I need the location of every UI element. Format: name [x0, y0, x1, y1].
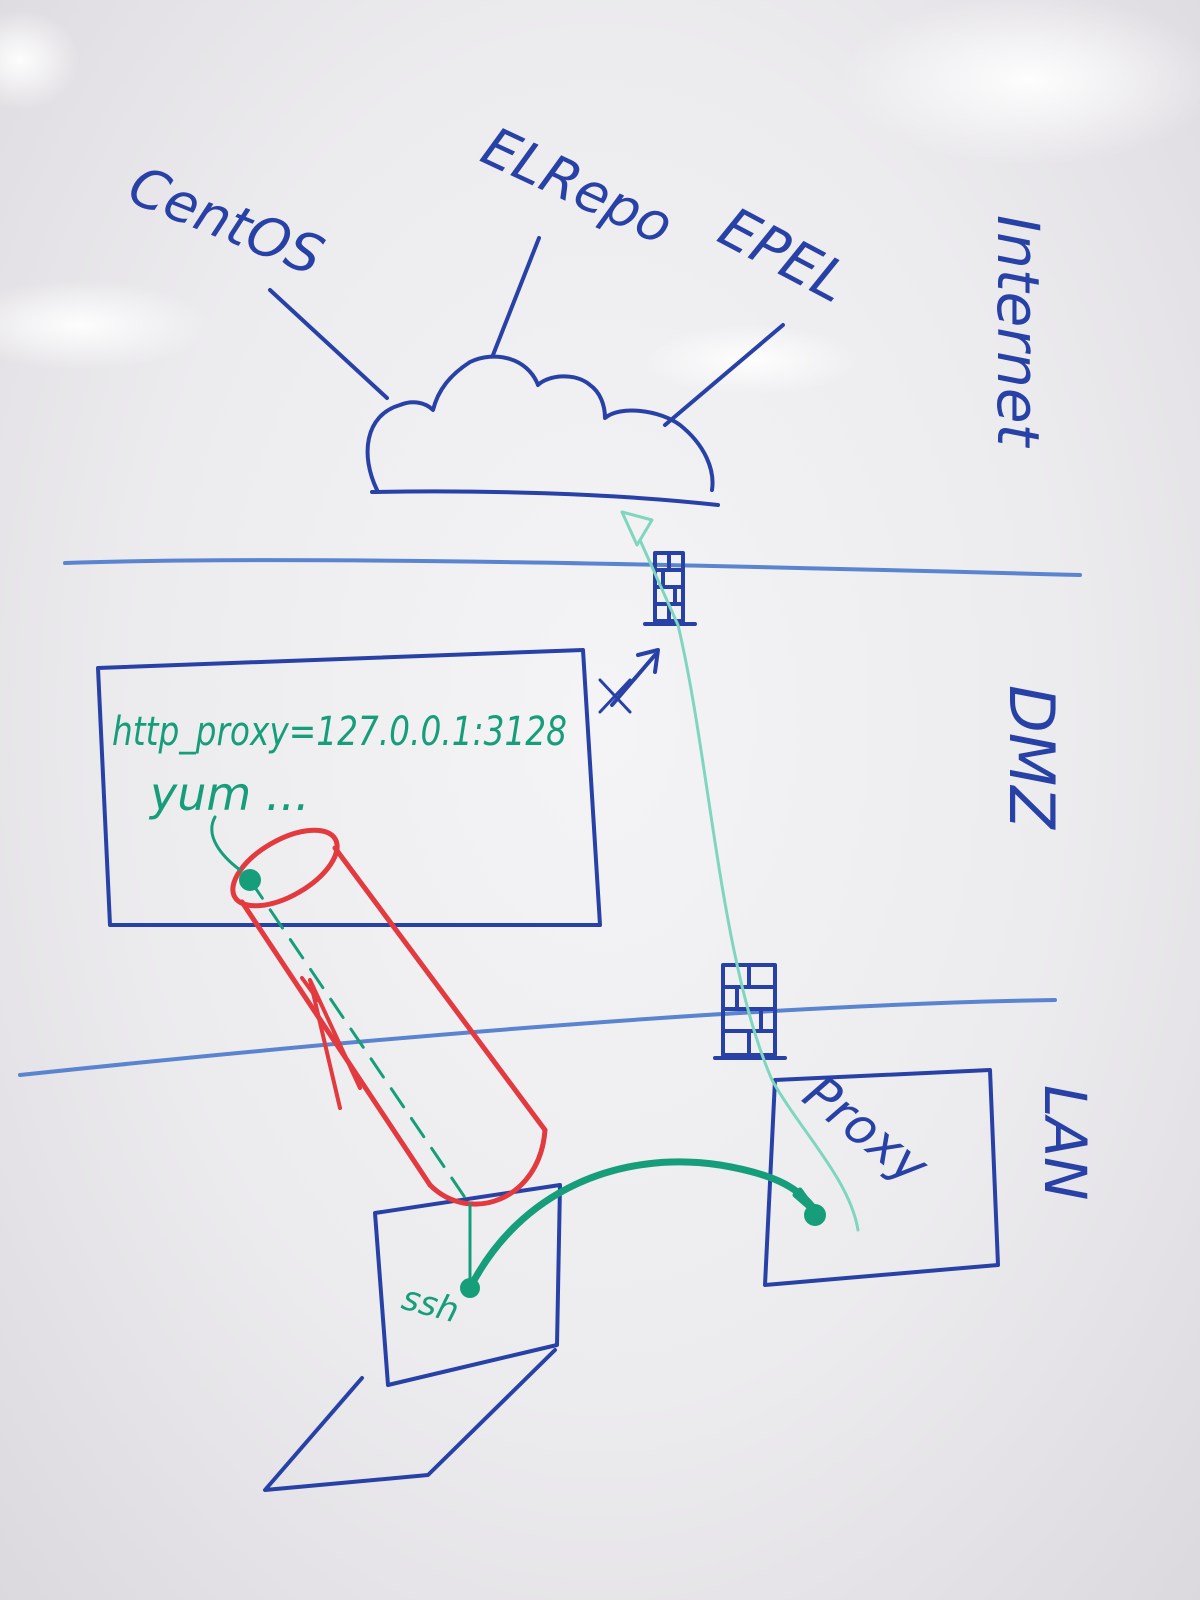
dmz-lan-boundary-line [18, 998, 1057, 1077]
epel-label: EPEL [708, 195, 858, 316]
ssh-label: ssh [398, 1278, 463, 1331]
dmz-server-box [96, 648, 602, 927]
ssh-connection-arrow [466, 1158, 819, 1292]
http-proxy-env-text: http_proxy=127.0.0.1:3128 [112, 709, 567, 755]
yum-pointer-arrow [210, 815, 242, 872]
epel-link-line [663, 323, 785, 427]
light-reflection [0, 280, 210, 370]
proxy-endpoint-dot [804, 1204, 826, 1226]
centos-link-line [268, 288, 389, 400]
proxy-server-box [763, 1068, 1000, 1287]
centos-label: CentOS [120, 154, 332, 288]
laptop-icon [263, 1183, 562, 1492]
blocked-arrow [598, 648, 660, 714]
dmz-zone-label: DMZ [995, 685, 1068, 830]
elrepo-label: ELRepo [473, 115, 683, 258]
light-reflection [840, 0, 1200, 165]
upstream-arrowhead-icon [620, 510, 654, 547]
yum-command-text: yum ... [148, 767, 310, 821]
elrepo-link-line [491, 236, 541, 357]
lan-zone-label: LAN [1031, 1085, 1099, 1200]
light-reflection [640, 325, 860, 395]
light-reflection [0, 10, 80, 110]
tunnel-path-line [248, 878, 472, 1207]
ssh-client-dot [460, 1278, 480, 1298]
cloud-icon [365, 354, 720, 507]
tunnel-icon [230, 827, 548, 1207]
proxy-upstream-line [638, 538, 860, 1232]
tunnel-entry-dot [239, 869, 261, 891]
internet-zone-label: Internet [984, 215, 1052, 449]
proxy-label: Proxy [793, 1064, 941, 1197]
internet-dmz-boundary-line [63, 558, 1082, 577]
